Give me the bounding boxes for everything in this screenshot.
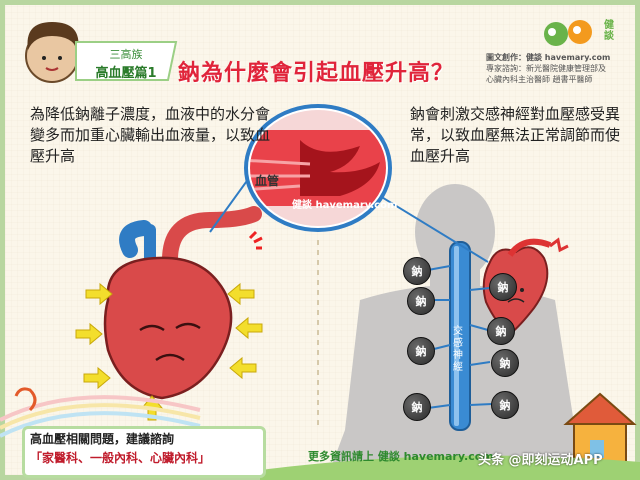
rainbow-decoration — [0, 395, 201, 438]
sodium-ball: 鈉 — [407, 287, 435, 315]
credits-author: 圖文創作：健談 — [486, 53, 542, 62]
feed-watermark: 头条 @即刻运动APP — [478, 453, 603, 468]
advice-line1: 高血壓相關問題，建議諮詢 — [30, 432, 175, 446]
vessel-label: 血管 — [255, 174, 280, 188]
house-decoration — [563, 392, 637, 467]
left-panel-text: 為降低鈉離子濃度，血液中的水分會變多而加重心臟輸出血液量，以致血壓升高 — [30, 105, 271, 165]
advice-line2: 「家醫科、一般內科、心臟內科」 — [30, 451, 211, 465]
spiral-decoration — [14, 387, 37, 412]
sodium-ball-label: 鈉 — [411, 401, 423, 414]
pressure-arrows — [75, 282, 263, 421]
vessel-magnifier — [244, 104, 392, 232]
series-name: 高血壓篇1 — [95, 66, 157, 81]
series-badge-shape — [75, 41, 178, 81]
advice-box — [22, 426, 266, 478]
sodium-ball-label: 鈉 — [411, 265, 423, 278]
sodium-ball: 鈉 — [489, 273, 517, 301]
callout-line-right — [379, 195, 489, 263]
sodium-ball-label: 鈉 — [415, 345, 427, 358]
sodium-ball: 鈉 — [403, 257, 431, 285]
credits-expert-line2: 心臟內科主治醫師 趙書平醫師 — [486, 75, 593, 84]
large-heart — [103, 206, 263, 400]
spinal-cord — [449, 241, 471, 431]
sodium-ball-label: 鈉 — [497, 281, 509, 294]
sodium-ball: 鈉 — [487, 317, 515, 345]
sodium-ball: 鈉 — [491, 349, 519, 377]
sodium-ball-label: 鈉 — [415, 295, 427, 308]
credits: 圖文創作：健談 havemary.com 專家諮詢：新光醫院健康管理部及 心臟內… — [486, 52, 626, 85]
page-title: 鈉為什麼會引起血壓升高？ — [178, 61, 455, 86]
avatar-illustration — [25, 22, 79, 83]
right-panel-text: 鈉會刺激交感神經對血壓感受異常，以致血壓無法正常調節而使血壓升高 — [410, 105, 621, 165]
sodium-ball-label: 鈉 — [495, 325, 507, 338]
vessel-watermark: 健談 havemary.com — [292, 200, 398, 211]
sodium-ball: 鈉 — [491, 391, 519, 419]
sodium-ball: 鈉 — [403, 393, 431, 421]
brand-logo-icon — [544, 20, 592, 46]
footer-watermark: 更多資訊請上 健談 havemary.com — [308, 450, 494, 463]
grass-decoration — [260, 455, 640, 480]
credits-expert-line1: 專家諮詢：新光醫院健康管理部及 — [486, 64, 606, 73]
series-badge: 三高族 高血壓篇1 — [78, 46, 174, 81]
series-label: 三高族 — [109, 48, 143, 61]
brand-logo-text: 健談 — [604, 20, 614, 42]
sodium-ball: 鈉 — [407, 337, 435, 365]
spine-label: 交感神經 — [453, 326, 463, 373]
sodium-ball-label: 鈉 — [499, 357, 511, 370]
sodium-ball-label: 鈉 — [499, 399, 511, 412]
credits-site: havemary.com — [544, 53, 611, 62]
